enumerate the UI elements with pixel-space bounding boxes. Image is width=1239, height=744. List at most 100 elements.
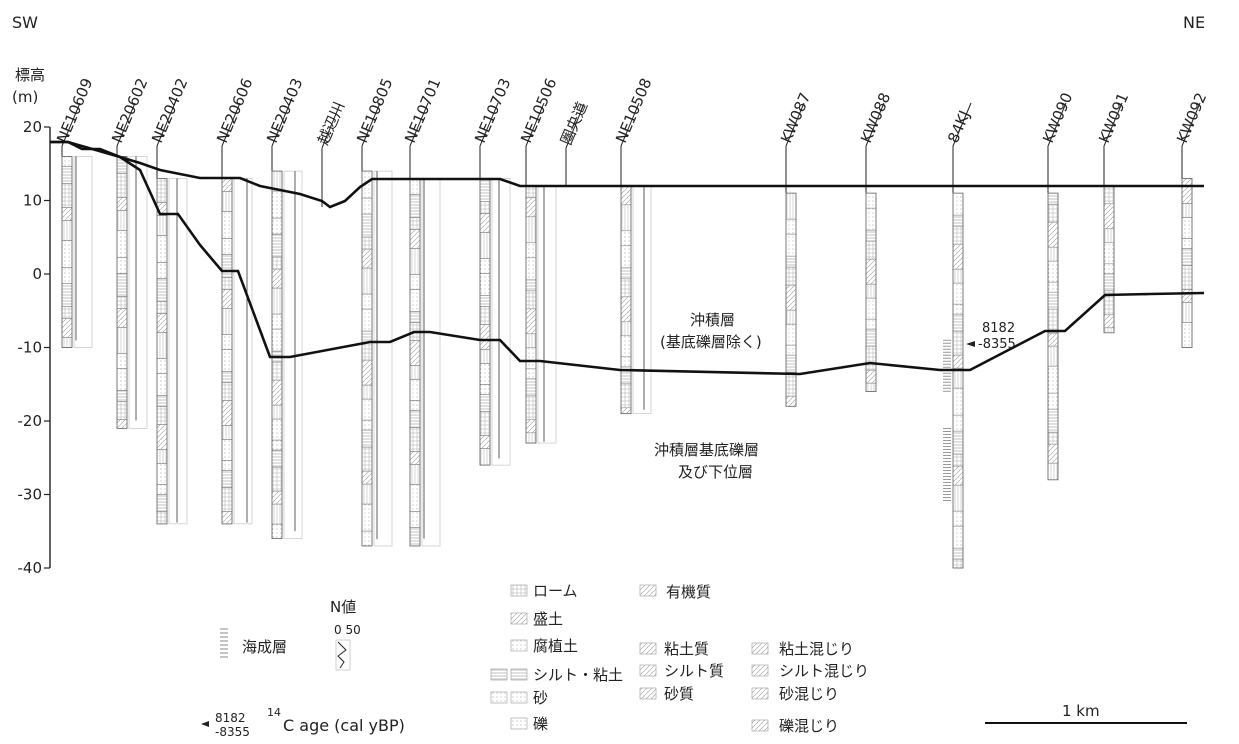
legend-nvalue-title: N値 [330,598,356,616]
borehole-name: KW091 [1095,90,1132,146]
y-tick-label: 0 [32,265,42,283]
legend-swatch-icon [751,642,769,655]
legend-col1-label: ローム [533,582,578,600]
y-tick-label: -40 [18,559,43,577]
marine-hatch-icon [220,628,228,658]
legend-c14-superscript: 14 [267,706,281,719]
c14-date-line2: -8355 [978,337,1016,352]
borehole-84kj: 84KJ [944,102,974,569]
borehole-ne10701: NE10701 [401,76,444,547]
borehole-name: KW087 [777,90,814,146]
legend-marine-label: 海成層 [242,638,287,656]
legend-swatch-icon [490,668,508,681]
y-axis: 標高 (m) 20 10 0 -10 -20 -30 -40 [12,66,51,577]
borehole-name: NE10506 [517,76,560,146]
legend-c14: 8182 -8355 14 C age (cal yBP) [201,706,405,739]
unit-basal-gravel-note: 及び下位層 [678,463,753,481]
y-axis-unit: (m) [12,88,38,106]
c14-date-annotation: 8182 -8355 [966,321,1016,352]
place-koshibe-river: 越辺川 [314,99,348,147]
legend-swatch-icon [510,639,528,652]
borehole-ne20402: NE20402 [148,76,191,525]
legend-nvalue: N値 0 50 [330,598,361,671]
legend-swatch-icon [639,584,657,597]
borehole-ne10609: NE10609 [53,76,96,348]
borehole-name: NE20402 [148,76,191,146]
orientation-left: SW [12,13,38,32]
borehole-ne10506: NE10506 [517,76,560,444]
borehole-name: NE10508 [612,76,655,146]
scale-bar-label: 1 km [1062,702,1100,720]
legend-c14-text: C age (cal yBP) [283,716,405,735]
legend-swatch-icon [510,691,528,704]
legend-col1-label: 砂 [533,689,548,707]
legend-swatch-icon [510,668,528,681]
legend-swatch-icon [639,687,657,700]
legend-swatch-icon [751,664,769,677]
borehole-kw092: KW092 [1173,90,1210,348]
borehole-ne20602: NE20602 [108,76,151,429]
borehole-name: KW090 [1039,90,1076,146]
c14-legend-marker-icon [201,721,209,727]
borehole-name: KW092 [1173,90,1210,146]
marine-layer-hatch [943,339,951,501]
legend-organic-label: 有機質 [666,583,711,601]
legend-col3-label: シルト混じり [779,662,869,680]
legend-col3-label: 砂混じり [779,685,839,703]
y-axis-label: 標高 [15,66,45,84]
legend-nvalue-scale: 0 50 [334,623,361,637]
borehole-name: NE20606 [213,76,256,146]
alluvium-base-line [50,140,1205,376]
legend-col1-label: 礫 [533,715,548,733]
borehole-name: NE10703 [471,76,514,146]
scale-bar: 1 km [985,702,1187,724]
unit-alluvium-note: (基底礫層除く) [660,333,762,351]
borehole-name: NE10609 [53,76,96,146]
nvalue-curve-icon [337,641,347,669]
unit-alluvium: 沖積層 [690,311,735,329]
borehole-kw088: KW088 [857,90,894,392]
y-tick-label: 10 [23,192,42,210]
legend-col2-label: 粘土質 [664,640,709,658]
legend-col2-label: シルト質 [664,662,724,680]
borehole-kw091: KW091 [1095,90,1132,334]
y-tick-label: -30 [18,486,43,504]
borehole-name: NE20602 [108,76,151,146]
borehole-ne10805: NE10805 [353,76,396,547]
place-kenodo: 圏央道 [557,99,591,147]
legend-col3-label: 粘土混じり [779,640,854,658]
legend-marine: 海成層 [220,628,287,658]
legend-swatch-icon [639,642,657,655]
unit-basal-gravel: 沖積層基底礫層 [654,441,759,459]
borehole-name: NE10805 [353,76,396,146]
borehole-kw087: KW087 [777,90,814,407]
c14-marker-icon [966,341,975,347]
place-label-kenodo: 圏央道 [557,99,591,185]
legend-swatch-icon [490,691,508,704]
borehole-name: 84KJ [944,108,974,146]
legend-c14-num1: 8182 [215,711,246,725]
legend-col3-label: 礫混じり [779,717,839,735]
legend-swatch-icon [510,717,528,730]
borehole-kw090: KW090 [1039,90,1076,481]
legend-c14-num2: -8355 [215,725,250,739]
legend-col1-label: 盛土 [533,610,563,628]
legend-swatch-icon [510,612,528,625]
orientation-right: NE [1183,13,1205,32]
borehole-name: NE20403 [263,76,306,146]
legend-col1-label: シルト・粘土 [533,666,623,684]
y-tick-label: -10 [18,339,43,357]
legend-col2-label: 砂質 [664,685,694,703]
y-tick-label: -20 [18,412,43,430]
legend-col1-label: 腐植土 [533,637,578,655]
borehole-name: KW088 [857,90,894,146]
legend-swatch-icon [751,687,769,700]
y-tick-label: 20 [23,118,42,136]
borehole-ne10703: NE10703 [471,76,514,466]
place-label-koshibe: 越辺川 [314,99,348,207]
borehole-ne20403: NE20403 [263,76,306,540]
